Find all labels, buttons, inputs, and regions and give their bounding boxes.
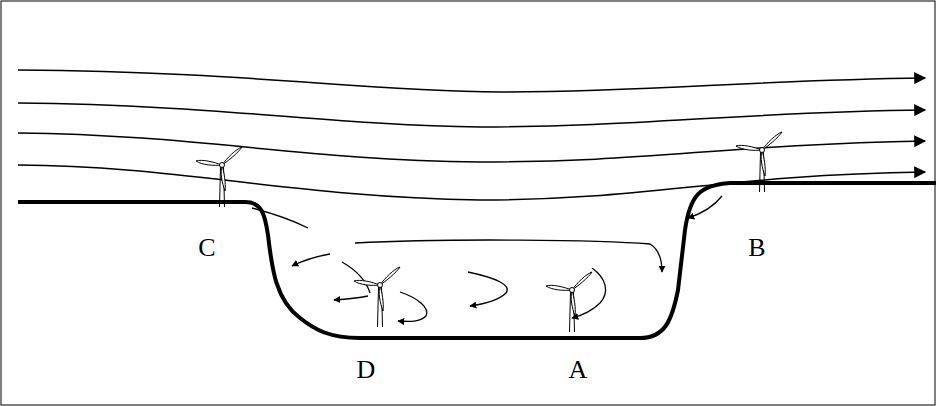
point-label: A xyxy=(569,357,588,383)
wind-turbine xyxy=(736,132,782,192)
wind-turbine xyxy=(196,147,242,207)
point-label: B xyxy=(748,235,765,261)
wind-turbine xyxy=(546,272,592,332)
streamlines xyxy=(18,70,925,200)
eddy-arrows xyxy=(252,196,722,321)
point-label: C xyxy=(198,235,215,261)
point-label: D xyxy=(357,357,376,383)
wind-turbine xyxy=(354,267,400,327)
terrain-profile xyxy=(18,183,936,338)
